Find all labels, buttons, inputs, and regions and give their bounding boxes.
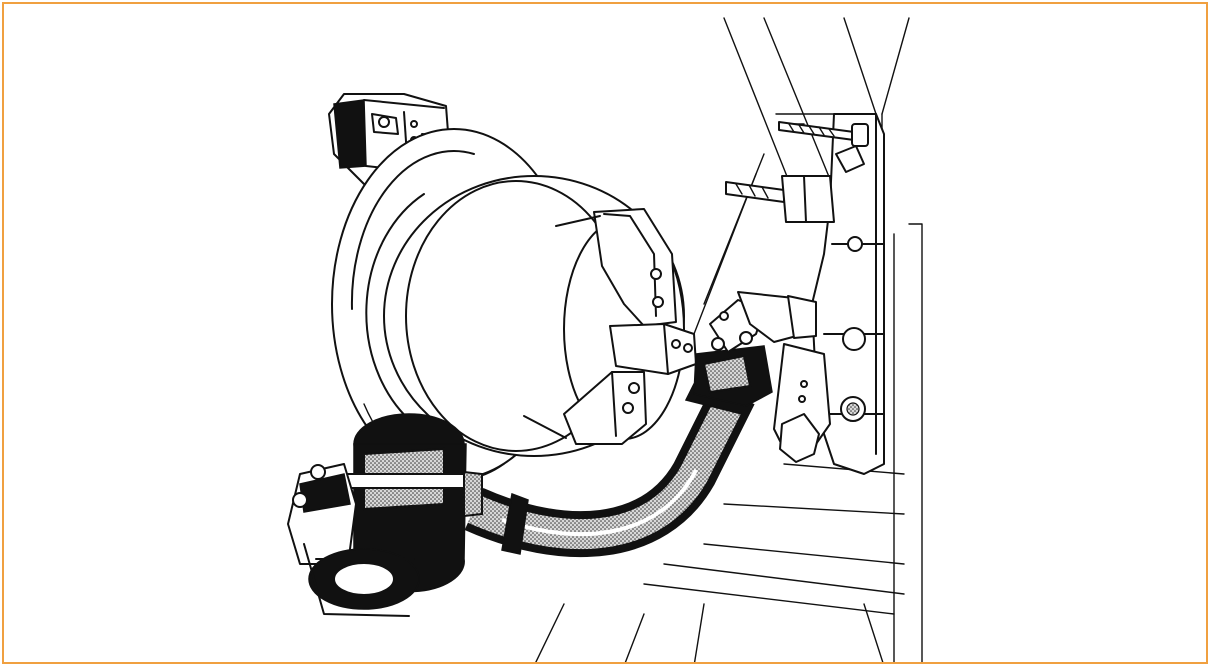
lathe-illustration	[287, 17, 923, 662]
nozzle-head	[693, 291, 817, 407]
bolt-icon	[847, 236, 863, 252]
drill-tools	[725, 121, 869, 223]
turret-tool-post	[773, 113, 885, 475]
collet-base	[287, 413, 483, 617]
lathe-chuck	[331, 128, 697, 481]
bolt-icon	[842, 327, 866, 351]
